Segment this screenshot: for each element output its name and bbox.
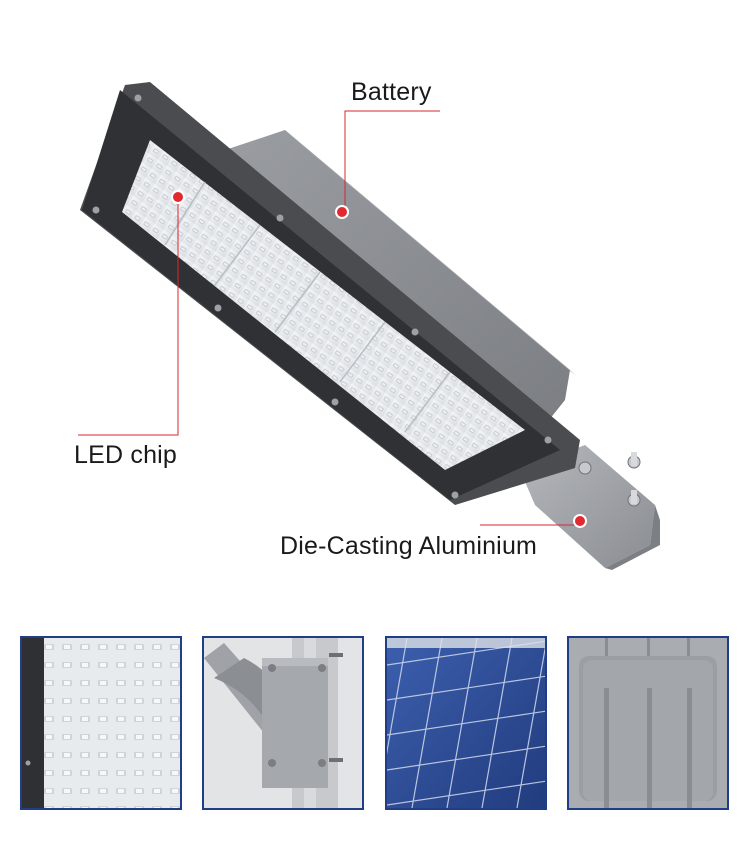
battery-marker-dot (335, 205, 349, 219)
led-chip-label: LED chip (74, 441, 178, 469)
led-chip-callout (78, 190, 185, 436)
die-casting-marker-dot (573, 514, 587, 528)
housing-back-image (569, 638, 727, 808)
battery-housing (225, 130, 575, 425)
battery-callout (335, 110, 440, 219)
thumbnail-led-closeup[interactable] (20, 636, 182, 810)
led-chip-marker-dot (171, 190, 185, 204)
mounting-arm (520, 445, 660, 570)
led-closeup-image (22, 638, 180, 808)
pole-bracket-image (204, 638, 362, 808)
die-casting-label: Die-Casting Aluminium (280, 532, 538, 560)
battery-label: Battery (351, 78, 432, 106)
thumbnail-solar-panel[interactable] (385, 636, 547, 810)
die-casting-callout (480, 514, 587, 528)
product-hero: Battery LED chip Die-Casting Aluminium (74, 78, 660, 570)
solar-panel-image (387, 638, 545, 808)
led-frame (80, 82, 580, 505)
street-light-illustration (78, 82, 660, 570)
detail-thumbnails (0, 636, 750, 816)
thumbnail-pole-bracket[interactable] (202, 636, 364, 810)
thumbnail-housing-back[interactable] (567, 636, 729, 810)
